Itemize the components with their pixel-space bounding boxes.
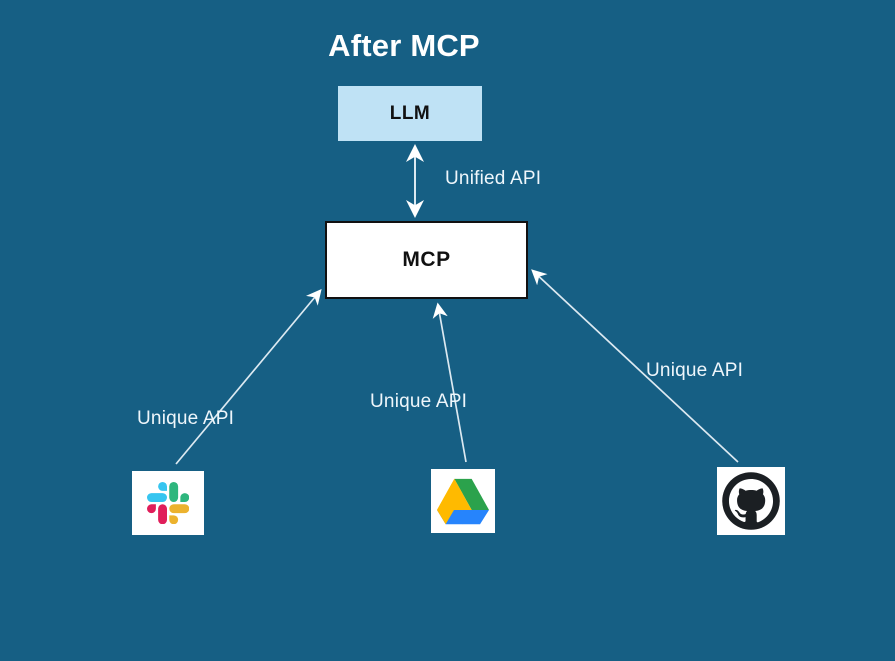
edge-label-unique-api-drive: Unique API [370, 391, 468, 412]
slack-icon [147, 482, 189, 524]
node-llm-label: LLM [389, 102, 431, 124]
edge-label-unified-api: Unified API [445, 168, 542, 189]
node-mcp-label: MCP [402, 248, 451, 271]
diagram-title: After MCP [328, 28, 480, 63]
node-mcp[interactable]: MCP [325, 221, 528, 299]
edge-label-unique-api-slack: Unique API [137, 408, 235, 429]
github-icon [722, 472, 780, 530]
service-card-github[interactable] [717, 467, 785, 535]
edge-label-unique-api-github: Unique API [646, 360, 744, 381]
google-drive-icon [437, 478, 489, 525]
service-card-google-drive[interactable] [431, 469, 495, 533]
edge-slack-mcp [175, 289, 322, 465]
node-llm[interactable]: LLM [338, 86, 482, 141]
service-card-slack[interactable] [132, 471, 204, 535]
edge-drive-mcp [432, 302, 467, 463]
